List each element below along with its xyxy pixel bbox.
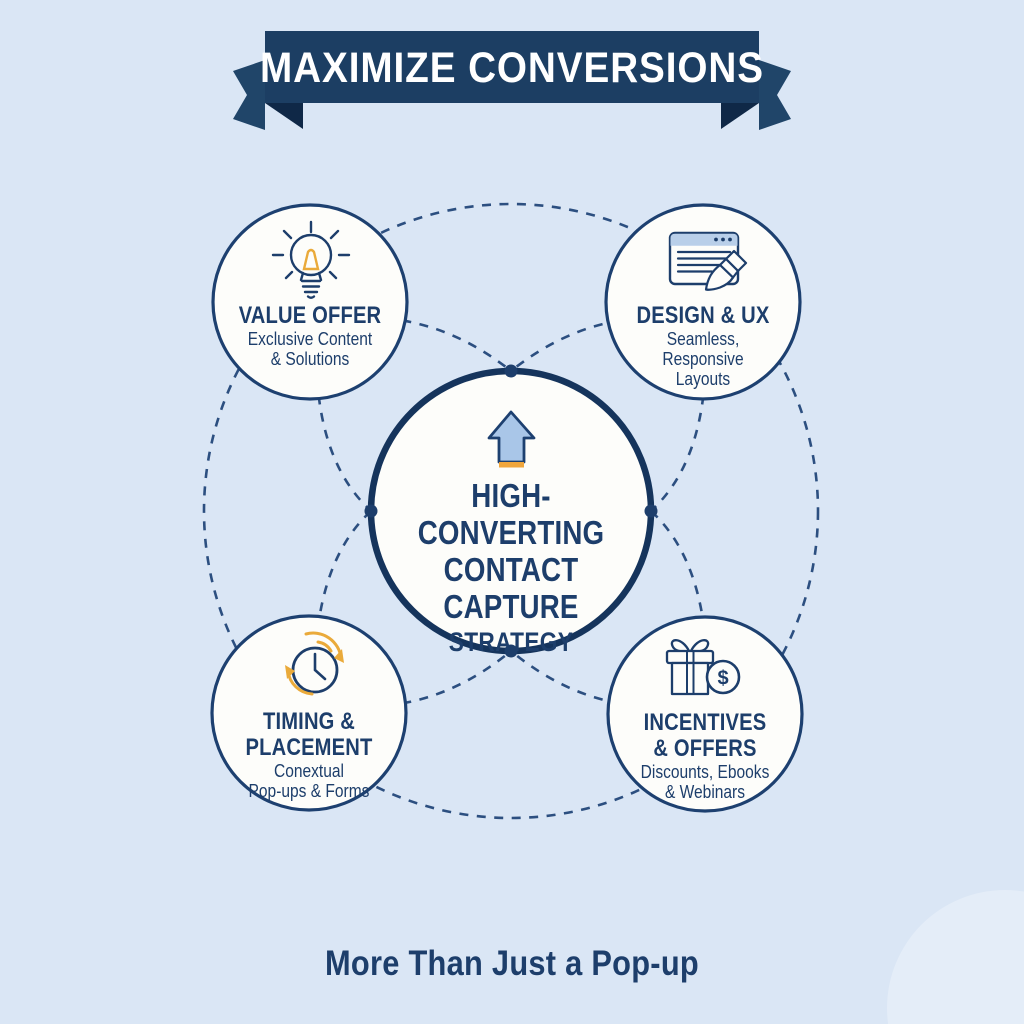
refresh-arrowhead-bottom bbox=[285, 665, 295, 679]
lightbulb-base bbox=[300, 279, 322, 299]
outer-dashed-circle bbox=[202, 202, 820, 820]
node-subtitle-line: & Webinars bbox=[664, 781, 746, 802]
node-title: DESIGN & UX bbox=[636, 302, 770, 329]
lightbulb-icon bbox=[271, 220, 351, 299]
refresh-arrow-top-inner bbox=[316, 640, 333, 653]
browser-title-bar-dots bbox=[714, 237, 732, 242]
browser-title-bar bbox=[670, 233, 738, 246]
refresh-arrowhead-top bbox=[334, 649, 344, 663]
dollar-coin bbox=[705, 659, 741, 695]
node-subtitle-line: Pop-ups & Forms bbox=[248, 780, 370, 801]
up-arrow-icon bbox=[487, 410, 536, 468]
browser-paintbrush-icon bbox=[668, 231, 748, 291]
ribbon-band bbox=[265, 31, 759, 103]
clock-refresh-icon bbox=[285, 631, 344, 696]
center-title-line: HIGH-CONVERTING bbox=[417, 477, 605, 551]
connection-dot-right bbox=[644, 504, 658, 518]
connection-dot-bottom bbox=[504, 644, 518, 658]
connection-dots bbox=[364, 364, 658, 658]
footer-tagline: More Than Just a Pop-up bbox=[325, 944, 699, 983]
node-title: PLACEMENT bbox=[245, 734, 373, 761]
gift-dollar-coin-icon: $ bbox=[665, 639, 741, 696]
node-subtitle-line: Seamless, bbox=[666, 328, 740, 349]
ribbon-tail-right bbox=[759, 60, 791, 130]
node-subtitle-line: Discounts, Ebooks bbox=[640, 761, 770, 782]
node-circle-design-ux bbox=[604, 203, 802, 401]
node-subtitle-line: Responsive bbox=[662, 348, 744, 369]
node-text-incentives-offers: INCENTIVES & OFFERS Discounts, Ebooks & … bbox=[608, 710, 801, 802]
paintbrush bbox=[704, 249, 748, 291]
node-text-timing-placement: TIMING & PLACEMENT Conextual Pop-ups & F… bbox=[212, 709, 405, 801]
connection-dot-top bbox=[504, 364, 518, 378]
browser-text-lines bbox=[676, 250, 732, 273]
corner-highlight-blob bbox=[887, 890, 1024, 1024]
dollar-symbol: $ bbox=[717, 668, 728, 690]
center-text-block: HIGH-CONVERTING CONTACT CAPTURE STRATEGY bbox=[385, 477, 637, 659]
lightbulb-filament bbox=[302, 248, 320, 271]
node-subtitle-line: Exclusive Content bbox=[247, 328, 373, 349]
node-circle-value-offer bbox=[211, 203, 409, 401]
connection-dot-left bbox=[364, 504, 378, 518]
node-subtitle-line: Layouts bbox=[675, 368, 731, 389]
ribbon-fold-right bbox=[721, 103, 759, 129]
node-title: TIMING & bbox=[262, 708, 356, 735]
node-title: & OFFERS bbox=[653, 735, 757, 762]
up-arrow-base-bar bbox=[499, 462, 524, 468]
gift-lid bbox=[665, 649, 715, 665]
clock-hands bbox=[313, 652, 327, 681]
node-text-value-offer: VALUE OFFER Exclusive Content & Solution… bbox=[213, 303, 406, 369]
node-subtitle-line: & Solutions bbox=[270, 348, 350, 369]
node-title: VALUE OFFER bbox=[238, 302, 382, 329]
node-text-design-ux: DESIGN & UX Seamless, Responsive Layouts bbox=[606, 303, 799, 389]
paintbrush-bristles bbox=[704, 263, 735, 291]
banner-ribbon bbox=[233, 31, 791, 130]
ribbon-tail-left bbox=[233, 60, 265, 130]
lightbulb-glass bbox=[289, 233, 333, 277]
lightbulb-rays bbox=[271, 220, 351, 280]
lightbulb-neck bbox=[299, 271, 323, 282]
center-title-line: CONTACT CAPTURE bbox=[443, 551, 579, 625]
banner-title: MAXIMIZE CONVERSIONS bbox=[260, 43, 764, 92]
node-subtitle-line: Conextual bbox=[274, 760, 344, 781]
node-circle-timing-placement bbox=[210, 614, 408, 812]
node-circle-incentives-offers bbox=[606, 615, 804, 813]
center-subtitle: STRATEGY bbox=[448, 627, 574, 657]
refresh-arrows bbox=[285, 631, 344, 696]
gift-body bbox=[670, 661, 710, 696]
ribbon-fold-left bbox=[265, 103, 303, 129]
gift-ribbon-lines bbox=[686, 651, 695, 694]
gift-box bbox=[665, 639, 715, 696]
node-title: INCENTIVES bbox=[643, 709, 767, 736]
